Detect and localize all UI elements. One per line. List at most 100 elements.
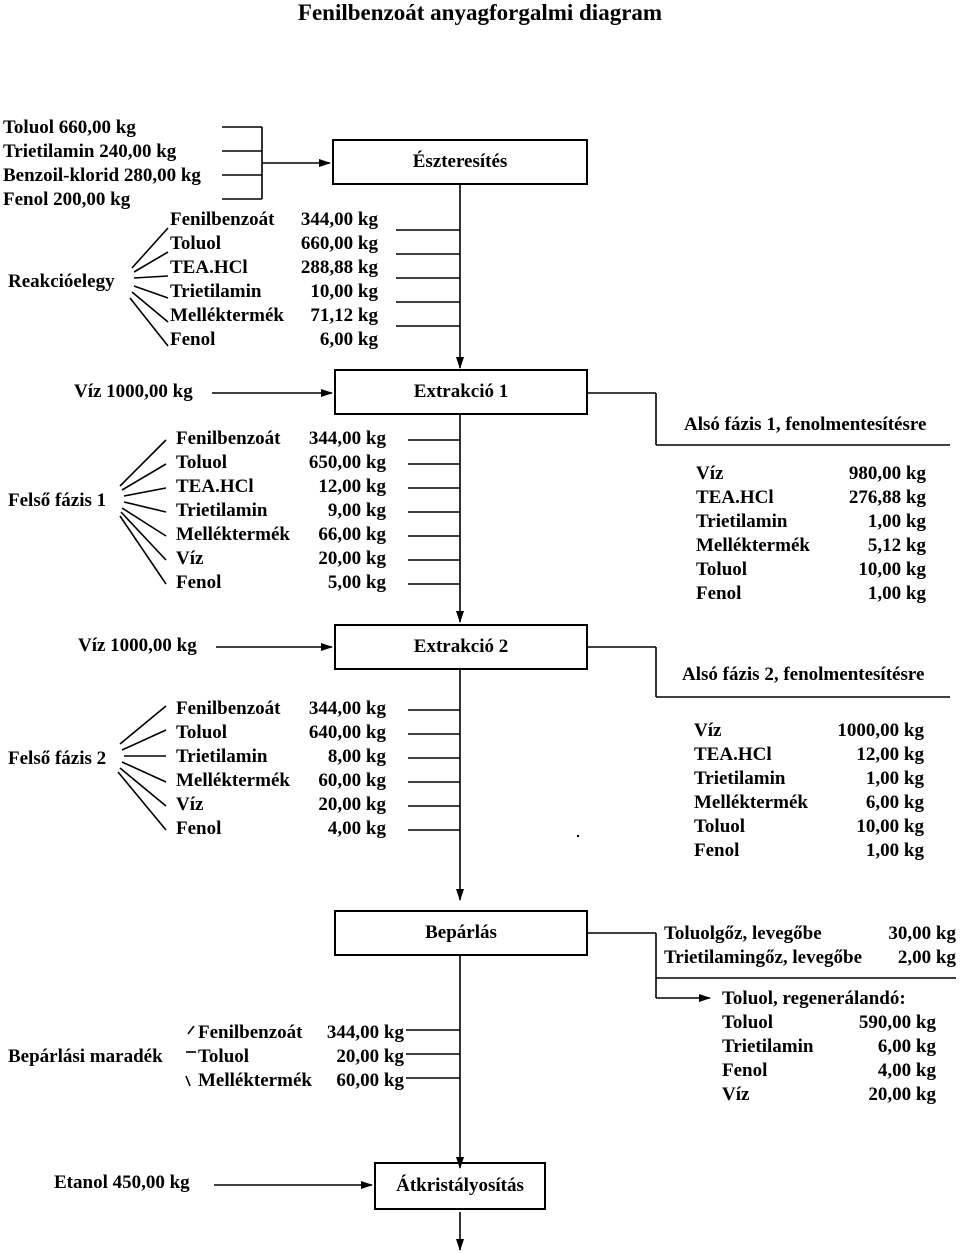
step-eszterezes-label: Észteresítés xyxy=(412,151,508,172)
item-name: TEA.HCl xyxy=(176,476,254,497)
item-name: Fenol xyxy=(722,1060,768,1081)
step-beparlas-label: Bepárlás xyxy=(425,922,497,943)
item-value: 20,00 kg xyxy=(318,794,386,815)
item-value: 276,88 kg xyxy=(848,487,926,508)
item-value: 66,00 kg xyxy=(318,524,386,545)
input-fenol: Fenol 200,00 kg xyxy=(3,189,131,210)
item-value: 650,00 kg xyxy=(308,452,386,473)
item-value: 5,12 kg xyxy=(867,535,926,556)
felso-fazis-2-label: Felső fázis 2 xyxy=(8,748,107,769)
item-name: Víz xyxy=(696,463,724,484)
item-value: 590,00 kg xyxy=(858,1012,936,1033)
item-value: 288,88 kg xyxy=(300,257,378,278)
item-name: TEA.HCl xyxy=(694,744,772,765)
item-value: 9,00 kg xyxy=(327,500,386,521)
item-name: Trietilamin xyxy=(176,746,268,767)
item-name: Trietilamin xyxy=(694,768,786,789)
item-value: 344,00 kg xyxy=(326,1022,404,1043)
input-trietilamin: Trietilamin 240,00 kg xyxy=(3,141,177,162)
item-name: Fenilbenzoát xyxy=(176,698,281,719)
item-value: 1,00 kg xyxy=(865,768,924,789)
regeneralando-label: Toluol, regenerálandó: xyxy=(722,988,906,1009)
item-name: Víz xyxy=(176,548,204,569)
step-extrakcio-2-label: Extrakció 2 xyxy=(413,636,509,657)
item-value: 10,00 kg xyxy=(310,281,378,302)
item-name: Melléktermék xyxy=(198,1070,312,1091)
item-name: Fenol xyxy=(170,329,216,350)
item-value: 30,00 kg xyxy=(888,923,956,944)
item-name: Trietilamingőz, levegőbe xyxy=(664,947,863,968)
item-name: Melléktermék xyxy=(170,305,284,326)
item-name: Toluol xyxy=(198,1046,250,1067)
item-value: 6,00 kg xyxy=(877,1036,936,1057)
item-name: Víz xyxy=(694,720,722,741)
item-value: 60,00 kg xyxy=(336,1070,404,1091)
item-name: Toluol xyxy=(170,233,222,254)
also-fazis-2-label: Alsó fázis 2, fenolmentesítésre xyxy=(682,664,925,685)
item-value: 8,00 kg xyxy=(327,746,386,767)
item-value: 344,00 kg xyxy=(300,209,378,230)
item-value: 10,00 kg xyxy=(856,816,924,837)
item-name: Melléktermék xyxy=(694,792,808,813)
item-value: 20,00 kg xyxy=(318,548,386,569)
item-value: 20,00 kg xyxy=(868,1084,936,1105)
item-value: 344,00 kg xyxy=(308,428,386,449)
item-value: 71,12 kg xyxy=(310,305,378,326)
beparlasi-maradek-label: Bepárlási maradék xyxy=(8,1046,163,1067)
item-value: 2,00 kg xyxy=(897,947,956,968)
viz-2-input: Víz 1000,00 kg xyxy=(78,635,197,656)
diagram-title: Fenilbenzoát anyagforgalmi diagram xyxy=(297,0,663,25)
item-name: Toluol xyxy=(176,722,228,743)
item-name: Toluol xyxy=(696,559,748,580)
item-name: Melléktermék xyxy=(176,770,290,791)
input-benzoil-klorid: Benzoil-klorid 280,00 kg xyxy=(3,165,201,186)
item-name: Víz xyxy=(176,794,204,815)
item-name: Víz xyxy=(722,1084,750,1105)
item-name: Toluol xyxy=(694,816,746,837)
item-name: Toluol xyxy=(722,1012,774,1033)
item-value: 980,00 kg xyxy=(848,463,926,484)
item-value: 20,00 kg xyxy=(336,1046,404,1067)
item-name: Fenol xyxy=(696,583,742,604)
step-extrakcio-2: Extrakció 2 xyxy=(334,624,588,670)
item-value: 4,00 kg xyxy=(327,818,386,839)
item-value: 4,00 kg xyxy=(877,1060,936,1081)
item-value: 1000,00 kg xyxy=(837,720,924,741)
item-value: 5,00 kg xyxy=(327,572,386,593)
item-name: Trietilamin xyxy=(176,500,268,521)
item-name: Fenilbenzoát xyxy=(176,428,281,449)
step-beparlas: Bepárlás xyxy=(334,910,588,956)
reakcioelegy-label: Reakcióelegy xyxy=(8,271,115,292)
item-value: 12,00 kg xyxy=(318,476,386,497)
item-value: 344,00 kg xyxy=(308,698,386,719)
step-atkristalyositas: Átkristályosítás xyxy=(374,1162,546,1210)
item-value: 10,00 kg xyxy=(858,559,926,580)
item-name: TEA.HCl xyxy=(170,257,248,278)
item-name: Fenilbenzoát xyxy=(170,209,275,230)
item-name: Fenol xyxy=(694,840,740,861)
input-toluol: Toluol 660,00 kg xyxy=(3,117,136,138)
item-value: 6,00 kg xyxy=(865,792,924,813)
item-value: 6,00 kg xyxy=(319,329,378,350)
item-value: 1,00 kg xyxy=(865,840,924,861)
step-eszterezes: Észteresítés xyxy=(332,139,588,185)
felso-fazis-1-label: Felső fázis 1 xyxy=(8,490,107,511)
etanol-input: Etanol 450,00 kg xyxy=(54,1172,190,1193)
item-name: Melléktermék xyxy=(176,524,290,545)
item-name: Trietilamin xyxy=(696,511,788,532)
item-name: Fenilbenzoát xyxy=(198,1022,303,1043)
item-name: Melléktermék xyxy=(696,535,810,556)
item-name: TEA.HCl xyxy=(696,487,774,508)
item-name: Trietilamin xyxy=(170,281,262,302)
item-name: Fenol xyxy=(176,572,222,593)
item-value: 12,00 kg xyxy=(856,744,924,765)
also-fazis-1-label: Alsó fázis 1, fenolmentesítésre xyxy=(684,414,927,435)
item-name: Toluolgőz, levegőbe xyxy=(664,923,822,944)
step-extrakcio-1-label: Extrakció 1 xyxy=(413,381,509,402)
item-value: 1,00 kg xyxy=(867,583,926,604)
item-name: Trietilamin xyxy=(722,1036,814,1057)
item-value: 660,00 kg xyxy=(300,233,378,254)
item-name: Toluol xyxy=(176,452,228,473)
